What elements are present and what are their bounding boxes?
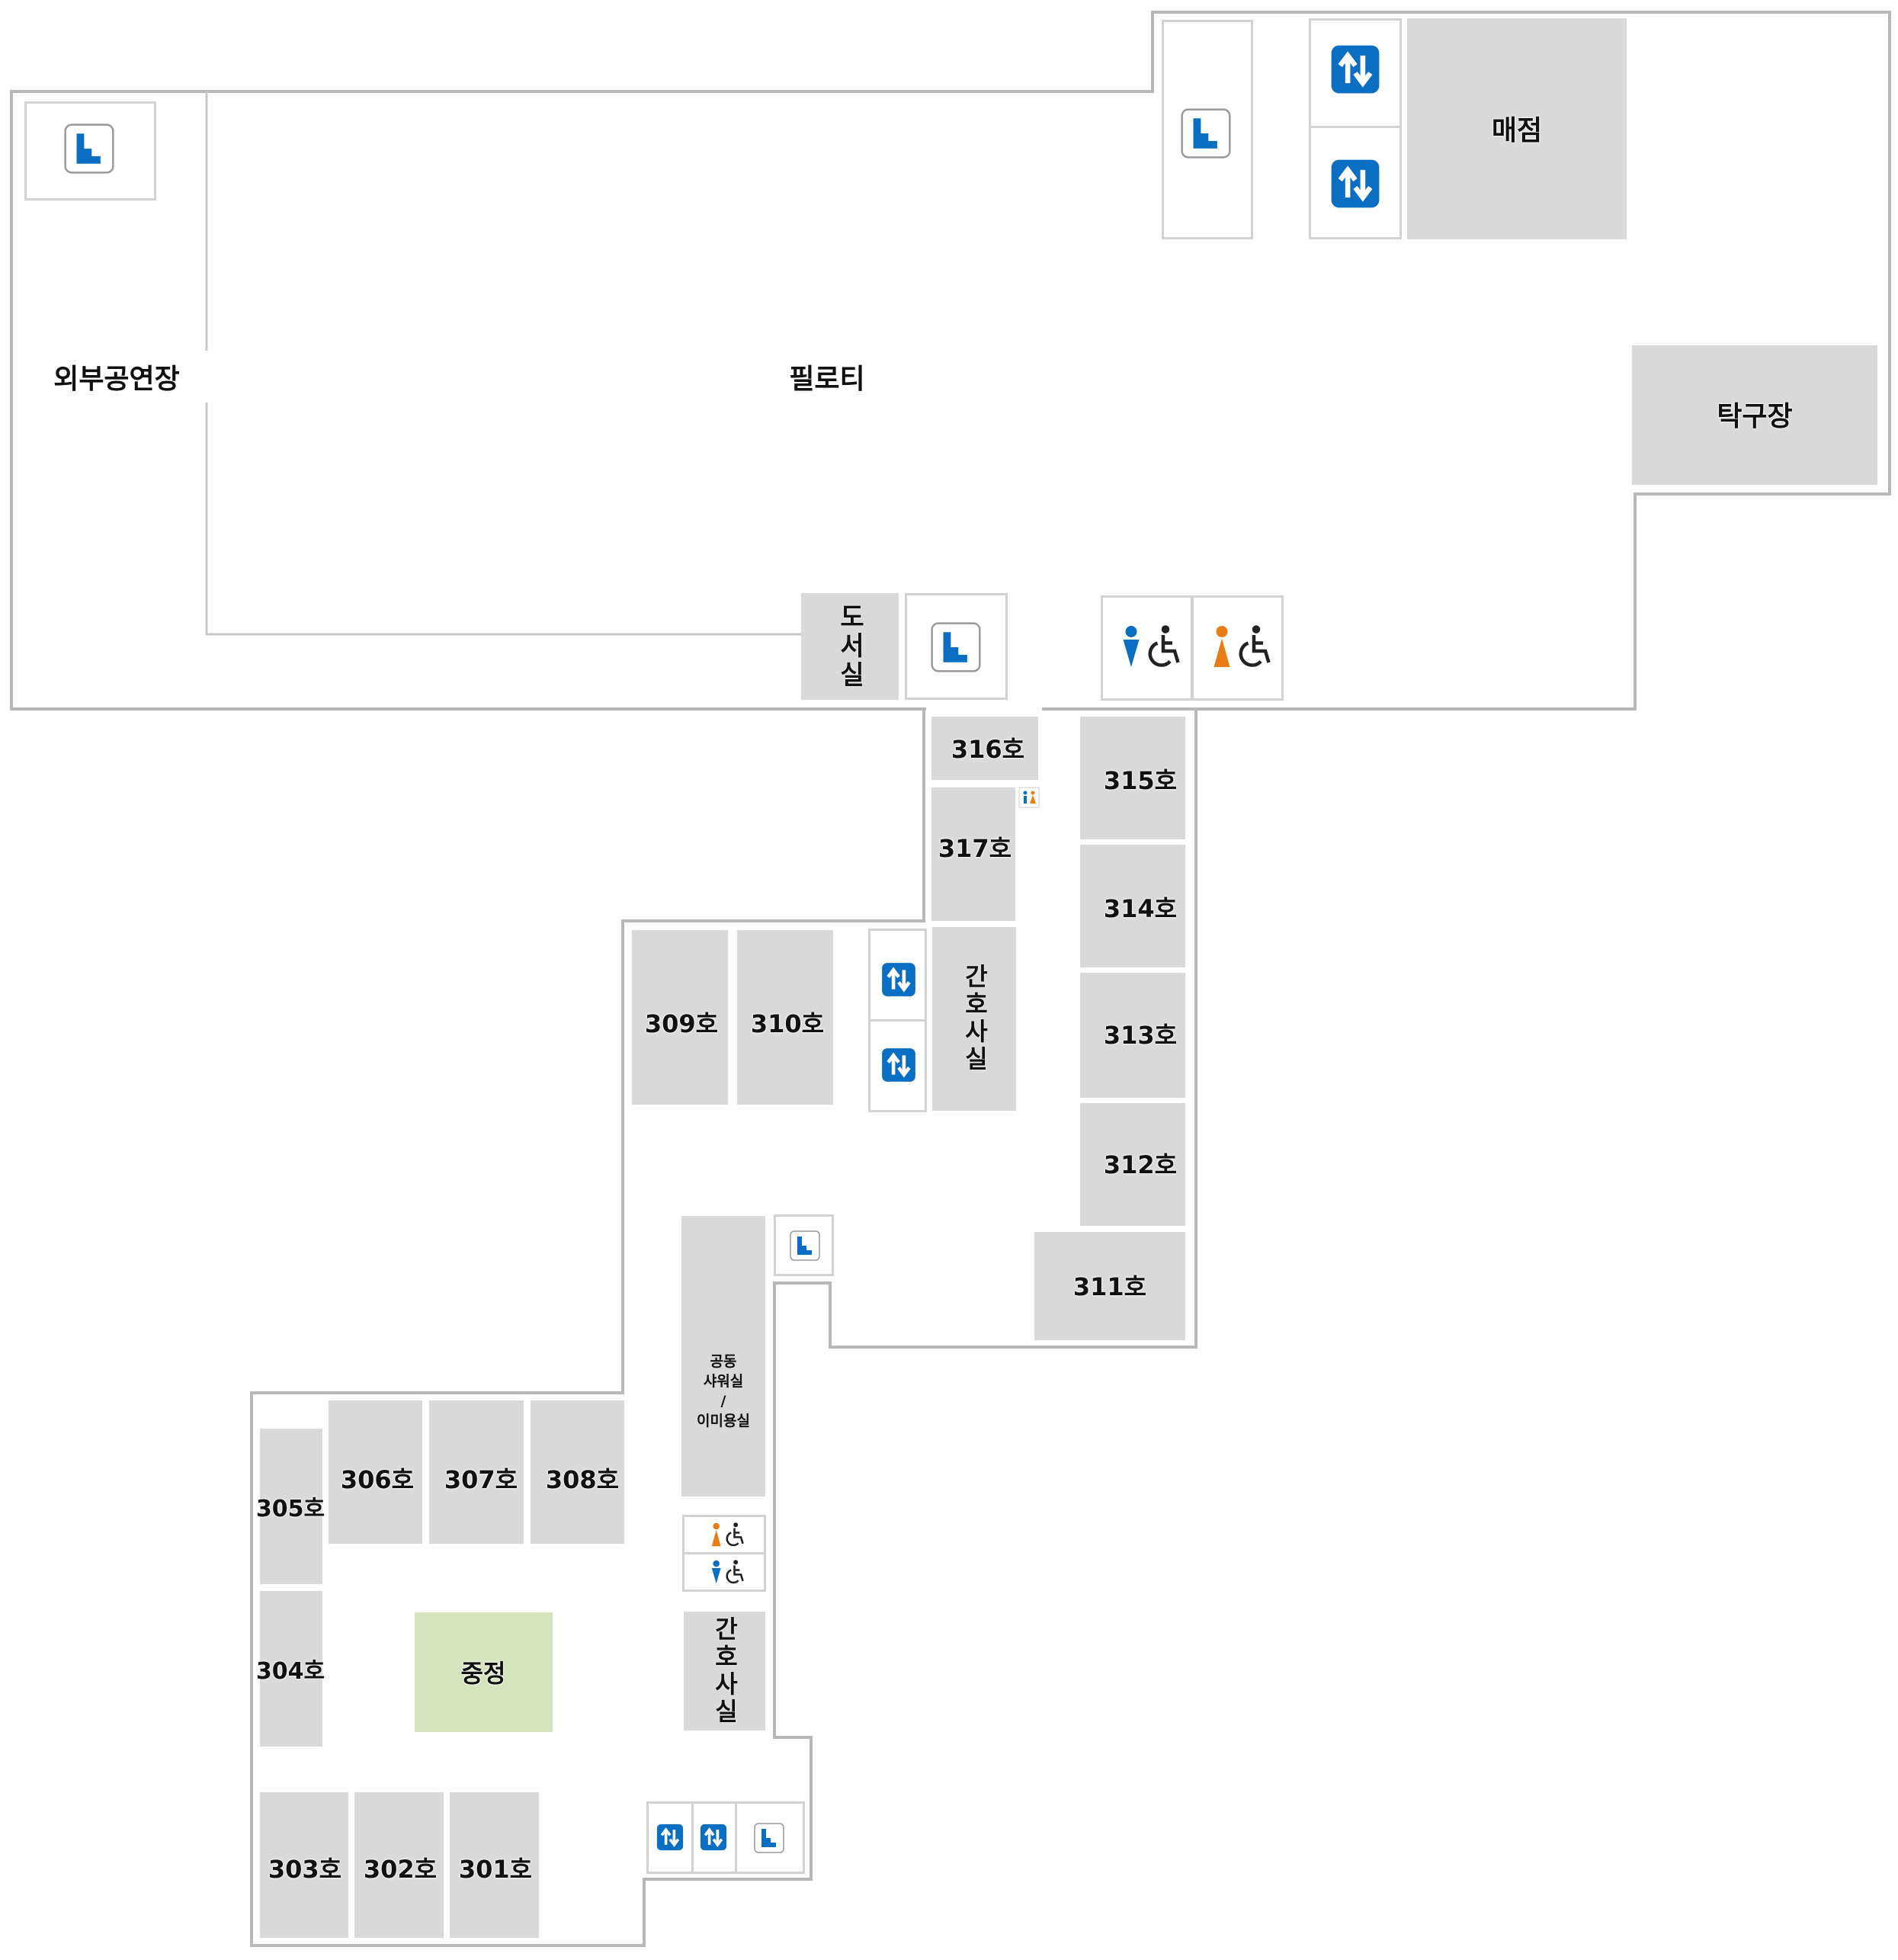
elevator-divider — [868, 1019, 927, 1022]
room-301-label: 301호 — [458, 1855, 533, 1884]
nurse-station-lower[interactable] — [684, 1612, 765, 1731]
stairs-icon[interactable] — [753, 1823, 785, 1853]
store-room[interactable] — [1407, 18, 1627, 239]
room-316[interactable] — [931, 717, 1038, 780]
stairs-icon[interactable] — [64, 122, 114, 175]
room-307-label: 307호 — [444, 1465, 518, 1494]
room-306[interactable] — [329, 1400, 422, 1544]
elevator-icon[interactable] — [1330, 44, 1380, 95]
stairs-icon[interactable] — [1181, 107, 1231, 160]
room-308-label: 308호 — [545, 1465, 620, 1494]
nurse-station-lower-label: 간호사실 — [710, 1616, 739, 1726]
room-314[interactable] — [1080, 845, 1185, 967]
room-314-label: 314호 — [1103, 894, 1178, 923]
library-room[interactable] — [801, 593, 899, 700]
shared-shower-line3: / — [720, 1393, 726, 1410]
room-309[interactable] — [632, 930, 728, 1105]
room-308[interactable] — [531, 1400, 624, 1544]
corridor-outline — [250, 709, 1197, 1947]
library-label: 도서실 — [834, 603, 865, 690]
room-310[interactable] — [737, 930, 833, 1105]
upper-building-outline — [10, 11, 1891, 711]
external-stage-label: 외부공연장 — [53, 364, 180, 395]
elevator-lower-divider-2 — [735, 1801, 737, 1874]
courtyard-label: 중정 — [460, 1659, 506, 1688]
room-306-label: 306호 — [340, 1465, 415, 1494]
elevator-icon[interactable] — [881, 962, 916, 997]
courtyard[interactable] — [415, 1612, 553, 1732]
room-304[interactable] — [260, 1591, 322, 1747]
stairs-icon[interactable] — [931, 621, 981, 674]
room-317-label: 317호 — [938, 834, 1012, 863]
nurse-station-upper[interactable] — [932, 927, 1016, 1111]
room-310-label: 310호 — [750, 1009, 825, 1038]
nurse-station-upper-label: 간호사실 — [960, 964, 989, 1073]
room-311[interactable] — [1034, 1232, 1185, 1340]
store-label: 매점 — [1491, 115, 1543, 146]
female-accessible-restroom-icon[interactable] — [1210, 624, 1274, 669]
male-accessible-restroom-icon[interactable] — [1120, 624, 1184, 669]
table-tennis-label: 탁구장 — [1717, 401, 1793, 432]
elevator-lower-divider-1 — [691, 1801, 694, 1874]
table-tennis-room[interactable] — [1632, 345, 1877, 485]
room-313-label: 313호 — [1103, 1021, 1178, 1050]
room-312[interactable] — [1080, 1103, 1185, 1226]
elevator-divider — [1309, 126, 1402, 128]
room-311-label: 311호 — [1072, 1272, 1147, 1301]
restroom-box-female — [1191, 595, 1284, 701]
room-305[interactable] — [260, 1429, 322, 1584]
room-307[interactable] — [429, 1400, 524, 1544]
room-313[interactable] — [1080, 973, 1185, 1098]
room-301[interactable] — [450, 1792, 539, 1938]
shared-shower-label: 공동 샤워실 / 이미용실 — [697, 1352, 750, 1431]
stairs-icon[interactable] — [790, 1230, 820, 1261]
elevator-icon[interactable] — [656, 1823, 684, 1852]
shared-shower-line4: 이미용실 — [697, 1413, 750, 1429]
piloti-label: 필로티 — [789, 364, 865, 395]
shared-shower-room[interactable] — [681, 1216, 765, 1496]
room-312-label: 312호 — [1103, 1150, 1178, 1179]
room-303[interactable] — [260, 1792, 348, 1938]
room-302-label: 302호 — [363, 1855, 438, 1884]
room-304-label: 304호 — [255, 1658, 325, 1685]
shared-shower-line1: 공동 — [710, 1353, 737, 1370]
room-303-label: 303호 — [268, 1855, 342, 1884]
elevator-icon[interactable] — [700, 1823, 727, 1852]
male-accessible-restroom-icon[interactable] — [709, 1559, 747, 1585]
shared-shower-line2: 샤워실 — [703, 1373, 744, 1390]
room-316-label: 316호 — [951, 735, 1025, 764]
elevator-icon[interactable] — [1330, 159, 1380, 209]
room-302[interactable] — [354, 1792, 444, 1938]
piloti-partition — [205, 403, 801, 636]
room-309-label: 309호 — [644, 1009, 719, 1038]
room-315-label: 315호 — [1103, 766, 1178, 795]
room-315[interactable] — [1080, 717, 1185, 839]
room-305-label: 305호 — [255, 1496, 325, 1522]
restroom-lower-divider — [682, 1552, 766, 1554]
room-317[interactable] — [931, 788, 1015, 921]
restroom-icon[interactable] — [1018, 787, 1040, 808]
elevator-icon[interactable] — [881, 1047, 916, 1083]
female-accessible-restroom-icon[interactable] — [709, 1522, 747, 1548]
